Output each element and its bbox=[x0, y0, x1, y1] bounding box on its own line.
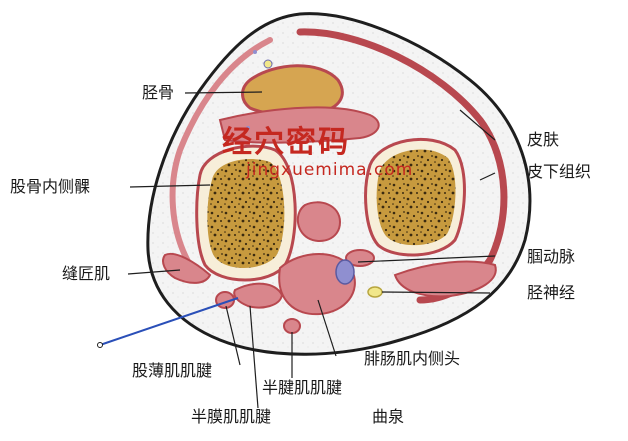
leader-subcutaneous bbox=[479, 172, 496, 181]
label-popliteal-artery: 腘动脉 bbox=[527, 247, 576, 266]
label-semimembranosus-tendon: 半膜肌肌腱 bbox=[191, 407, 272, 426]
label-semitendinosus-tendon: 半腱肌肌腱 bbox=[262, 378, 343, 397]
leader-tibia bbox=[184, 91, 263, 94]
label-gastrocnemius-medial-head: 腓肠肌内侧头 bbox=[364, 349, 461, 368]
femur-medial-marrow bbox=[207, 159, 285, 268]
leader-gracilis bbox=[225, 305, 241, 366]
vessel-dot bbox=[246, 126, 250, 130]
watermark-url-text: jingxuemima.com bbox=[246, 160, 414, 180]
needle-tip bbox=[97, 342, 103, 348]
label-tibial-nerve: 胫神经 bbox=[527, 283, 576, 302]
leader-skin bbox=[459, 109, 496, 141]
leader-lines bbox=[127, 91, 496, 409]
leader-artery bbox=[357, 255, 496, 263]
leader-semimembranosus bbox=[249, 305, 259, 409]
leader-femur-medial bbox=[129, 184, 211, 188]
upper-muscle bbox=[218, 106, 380, 144]
watermark-url: jingxuemima.com bbox=[246, 160, 413, 180]
label-subcutaneous: 皮下组织 bbox=[527, 162, 592, 181]
label-sartorius: 缝匠肌 bbox=[62, 264, 111, 283]
watermark-logo: 经穴密码 bbox=[222, 117, 350, 161]
leader-nerve bbox=[381, 291, 491, 294]
leader-gastrocnemius bbox=[317, 299, 337, 357]
femur-lateral-marrow bbox=[376, 149, 456, 246]
label-femur-medial-condyle: 股骨内侧髁 bbox=[10, 177, 91, 196]
label-acupoint: 曲泉 bbox=[372, 407, 405, 426]
vessel-dot bbox=[263, 59, 273, 69]
watermark-brand: 经穴密码 bbox=[222, 125, 350, 160]
label-tibia: 胫骨 bbox=[142, 83, 175, 102]
subcutaneous-muscle-ring-left bbox=[169, 37, 273, 268]
tibial-nerve bbox=[367, 286, 383, 298]
vessel-dot bbox=[253, 50, 257, 54]
label-skin: 皮肤 bbox=[527, 130, 560, 149]
needle-line bbox=[99, 297, 239, 346]
popliteal-artery bbox=[335, 259, 355, 285]
semitendinosus-tendon bbox=[283, 318, 301, 334]
label-gracilis-tendon: 股薄肌肌腱 bbox=[132, 361, 213, 380]
sartorius-muscle bbox=[162, 252, 212, 284]
leader-sartorius bbox=[127, 269, 181, 275]
central-muscle bbox=[296, 201, 342, 242]
